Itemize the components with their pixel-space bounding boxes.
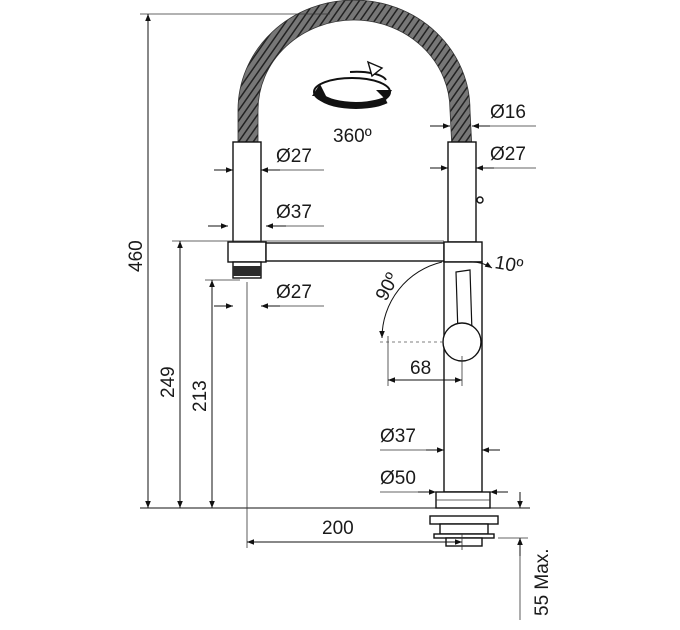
label-d50-base: Ø50: [380, 468, 416, 489]
label-90: 90º: [372, 270, 404, 305]
label-460: 460: [126, 240, 147, 272]
label-360: 360º: [333, 126, 372, 147]
left-pipe-upper: [232, 141, 262, 243]
label-213: 213: [190, 380, 211, 412]
label-d27-left-bottom: Ø27: [276, 282, 312, 303]
label-d37-base: Ø37: [380, 426, 416, 447]
connector-bar: [265, 242, 445, 262]
label-d27-left-top: Ø27: [276, 146, 312, 167]
rotation-360-icon: [312, 60, 392, 109]
label-d37-left: Ø37: [276, 202, 312, 223]
lever-knob: [442, 322, 482, 362]
label-d16: Ø16: [490, 102, 526, 123]
label-d27-right: Ø27: [490, 144, 526, 165]
label-249: 249: [158, 366, 179, 398]
spray-head: [447, 141, 477, 243]
label-10: 10º: [493, 252, 524, 278]
label-55-max: 55 Max.: [532, 548, 553, 616]
label-68: 68: [410, 358, 431, 379]
dimension-lines: [140, 13, 536, 620]
left-collar: [227, 241, 267, 263]
faucet-body: [227, 0, 499, 547]
spring-hose: [238, 0, 472, 151]
label-200: 200: [322, 518, 354, 539]
right-collar: [443, 241, 483, 263]
